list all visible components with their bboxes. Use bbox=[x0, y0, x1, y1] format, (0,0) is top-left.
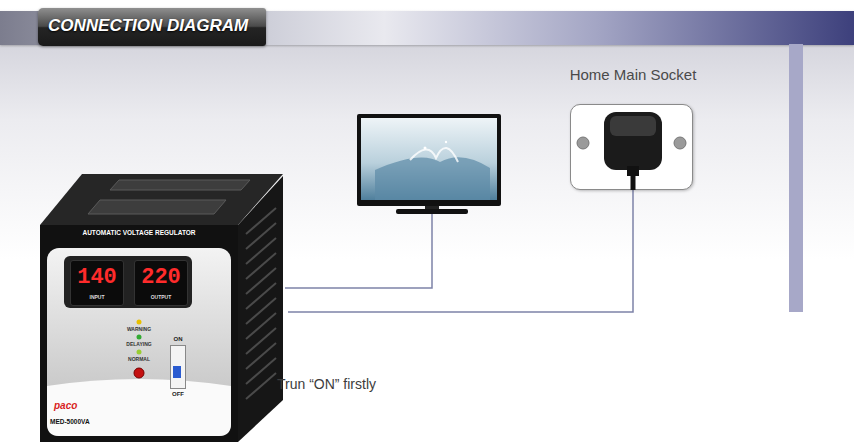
regulator-illustration bbox=[0, 168, 288, 444]
power-breaker: ON OFF bbox=[164, 336, 192, 400]
output-display: 220OUTPUT bbox=[134, 260, 188, 306]
wall-socket: Home Main Socket bbox=[548, 62, 718, 190]
led-reading: 220 bbox=[135, 265, 187, 290]
indicator-label: WARNING bbox=[116, 326, 162, 332]
tv-illustration bbox=[357, 114, 501, 214]
switch-label: OFF bbox=[164, 391, 192, 397]
switch-label: ON bbox=[164, 336, 192, 342]
model-number: MED-5000VA bbox=[50, 418, 90, 425]
display-label: INPUT bbox=[71, 294, 123, 300]
side-bar bbox=[789, 44, 803, 312]
voltage-regulator: AUTOMATIC VOLTAGE REGULATOR WARNING DELAYI… bbox=[0, 168, 288, 444]
breaker-toggle bbox=[173, 366, 181, 378]
indicator-label: NORMAL bbox=[116, 356, 162, 362]
callout-text: Trun “ON” firstly bbox=[277, 376, 376, 392]
brand-logo: paco bbox=[54, 400, 77, 411]
indicator-label: DELAYING bbox=[116, 341, 162, 347]
tv-wire bbox=[285, 214, 432, 288]
power-cable bbox=[288, 190, 633, 312]
display-label: OUTPUT bbox=[135, 294, 187, 300]
panel-title: AUTOMATIC VOLTAGE REGULATOR bbox=[40, 229, 238, 236]
diagram-title: CONNECTION DIAGRAM bbox=[48, 16, 248, 36]
led-reading: 140 bbox=[71, 265, 123, 290]
socket-label: Home Main Socket bbox=[548, 66, 718, 83]
input-display: 140INPUT bbox=[70, 260, 124, 306]
